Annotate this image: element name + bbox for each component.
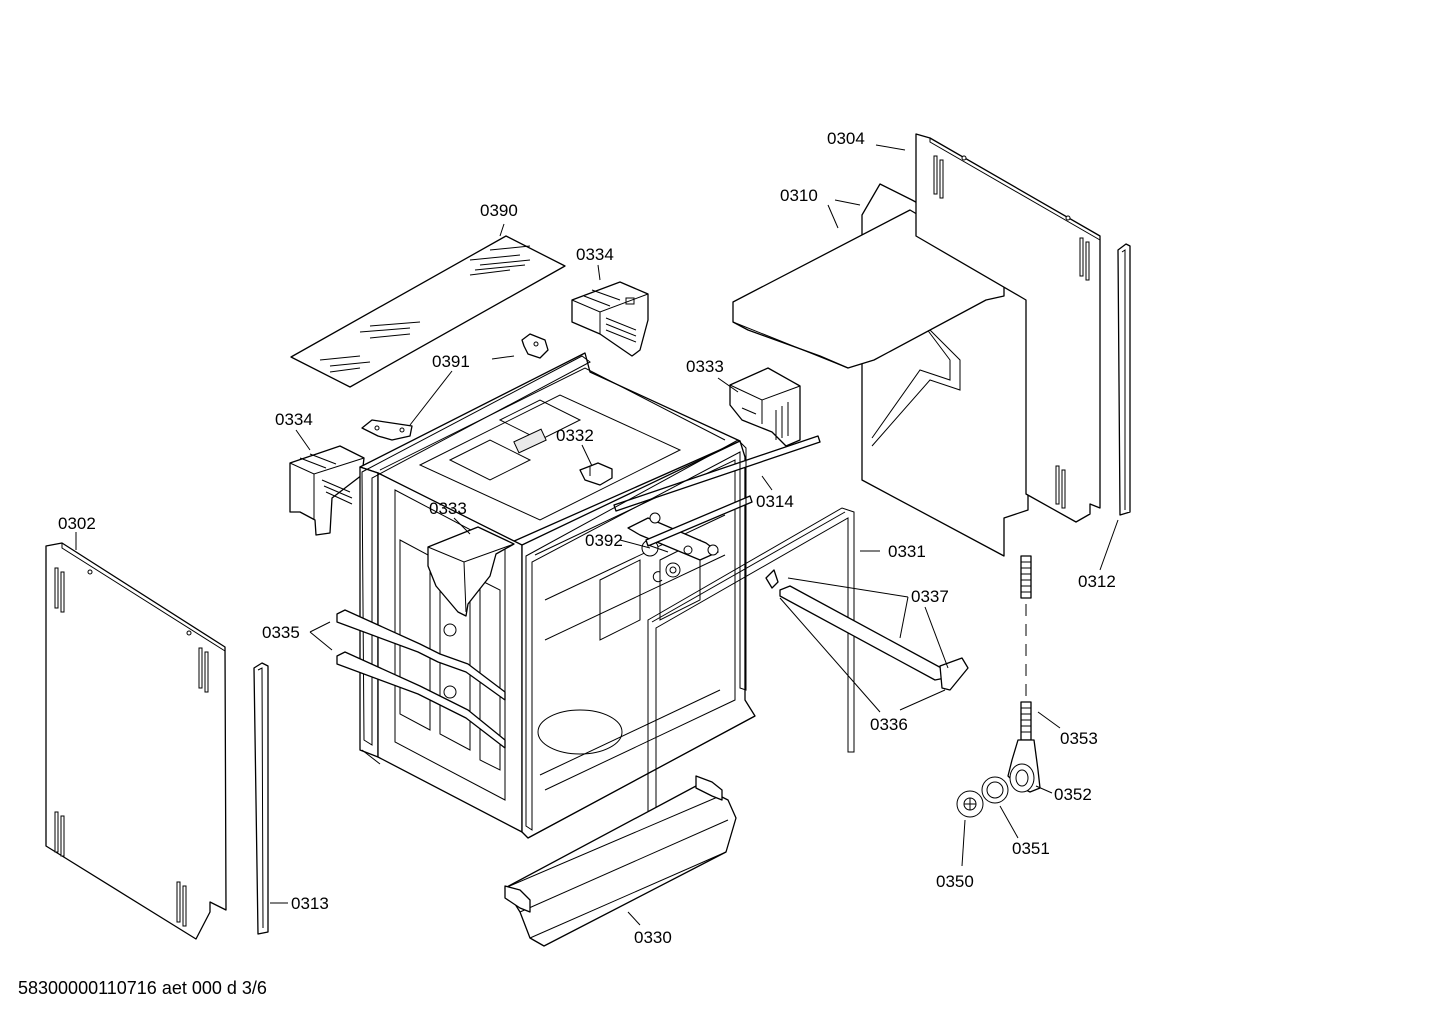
- part-0304-side-panel: [915, 133, 1101, 523]
- label-0390: 0390: [480, 201, 518, 220]
- label-0312: 0312: [1078, 572, 1116, 591]
- label-0334-left: 0334: [275, 410, 313, 429]
- part-0333-center-bracket: [427, 526, 515, 617]
- drawing-reference-footer: 58300000110716 aet 000 d 3/6: [18, 978, 267, 998]
- part-0335-rails: [336, 609, 506, 749]
- label-0331: 0331: [888, 542, 926, 561]
- label-0350: 0350: [936, 872, 974, 891]
- part-0351-ring: [981, 776, 1009, 804]
- label-0330: 0330: [634, 928, 672, 947]
- part-0350-nut: [956, 790, 984, 818]
- part-0333-right-bracket: [729, 367, 801, 447]
- label-0333-right: 0333: [686, 357, 724, 376]
- label-0332: 0332: [556, 426, 594, 445]
- label-0335: 0335: [262, 623, 300, 642]
- part-labels: 0304 0310 0390 0334 0391 0333 0334 0332 …: [58, 129, 1116, 947]
- part-0313-trim-strip: [253, 662, 269, 935]
- label-0334-upper: 0334: [576, 245, 614, 264]
- label-0313: 0313: [291, 894, 329, 913]
- label-0337: 0337: [911, 587, 949, 606]
- part-0334-left-bracket: [289, 445, 365, 536]
- part-0302-side-panel: [45, 542, 227, 940]
- label-0336: 0336: [870, 715, 908, 734]
- part-0390-insulation-mat: [290, 235, 566, 388]
- part-0314-rod: [613, 435, 821, 547]
- label-0353: 0353: [1060, 729, 1098, 748]
- part-0334-upper-bracket: [571, 281, 649, 357]
- label-0351: 0351: [1012, 839, 1050, 858]
- part-0330-kick-plate: [504, 775, 737, 947]
- label-0391: 0391: [432, 352, 470, 371]
- label-0352: 0352: [1054, 785, 1092, 804]
- leader-lines: [75, 144, 1119, 926]
- label-0333-center: 0333: [429, 499, 467, 518]
- part-0352-elbow: [1007, 739, 1041, 793]
- label-0302: 0302: [58, 514, 96, 533]
- part-0353-hose: [1020, 555, 1032, 741]
- part-0312-trim-strip: [1117, 243, 1131, 516]
- label-0392: 0392: [585, 531, 623, 550]
- label-0310: 0310: [780, 186, 818, 205]
- label-0314: 0314: [756, 492, 794, 511]
- label-0304: 0304: [827, 129, 865, 148]
- tub-front-seal: [361, 355, 747, 831]
- part-0391-brackets: [361, 333, 549, 441]
- part-0332-clip: [579, 462, 613, 486]
